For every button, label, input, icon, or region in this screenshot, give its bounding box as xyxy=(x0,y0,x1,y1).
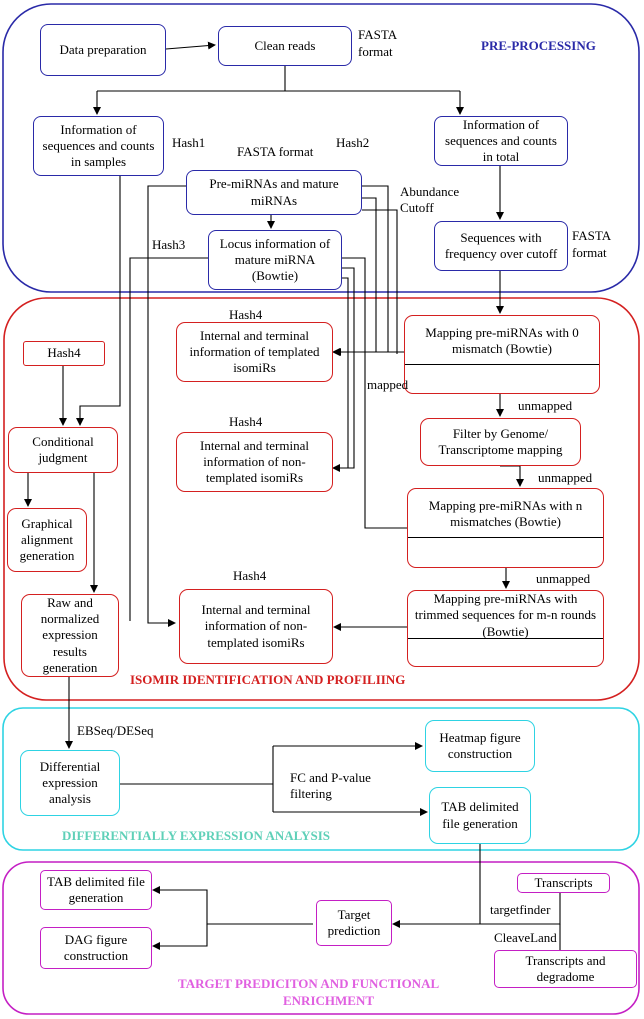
mapping-trimmed-label: Mapping pre-miRNAs with trimmed sequence… xyxy=(414,591,597,639)
section-title-differential: DIFFERENTIALLY EXPRESSION ANALYSIS xyxy=(62,828,331,843)
target-section-frame xyxy=(2,861,640,1015)
label-hash2: Hash2 xyxy=(336,135,370,150)
box-hash4: Hash4 xyxy=(23,341,105,366)
line-target-to-outputs xyxy=(152,886,313,925)
section-title-preprocessing: PRE-PROCESSING xyxy=(481,38,596,53)
label-cleaveland: CleaveLand xyxy=(494,930,557,945)
arrow-filter-to-mapn xyxy=(500,465,524,487)
box-tab-delimited-2: TAB delimited file generation xyxy=(40,870,152,910)
line-hash2-b xyxy=(362,197,377,352)
box-sequences-cutoff: Sequences with frequency over cutoff xyxy=(434,221,568,271)
label-format-1: format xyxy=(358,44,393,59)
line-locus-3 xyxy=(342,277,349,468)
connector-diffexpr xyxy=(120,746,274,812)
box-heatmap-figure: Heatmap figure construction xyxy=(425,720,535,772)
label-fc-pvalue: FC and P-value xyxy=(290,770,371,785)
mapping-n-mismatch-divider xyxy=(408,537,603,538)
label-ebseq-deseq: EBSeq/DESeq xyxy=(77,723,154,738)
preprocessing-section-frame xyxy=(2,3,640,293)
box-mapping-trimmed: Mapping pre-miRNAs with trimmed sequence… xyxy=(407,590,604,667)
label-cutoff: Cutoff xyxy=(400,200,434,215)
section-title-target-line2: ENRICHMENT xyxy=(283,993,375,1008)
label-filtering: filtering xyxy=(290,786,332,801)
label-hash4-a: Hash4 xyxy=(229,307,263,322)
section-title-isomir: ISOMIR IDENTIFICATION AND PROFILIING xyxy=(130,672,406,687)
box-nontemplated-isomirs-2: Internal and terminal information of non… xyxy=(179,589,333,664)
box-differential-expression: Differential expression analysis xyxy=(20,750,120,816)
box-dag-figure: DAG figure construction xyxy=(40,927,152,969)
line-locus-2 xyxy=(332,267,355,472)
arrow-to-dag xyxy=(152,924,208,950)
box-mapping-0-mismatch: Mapping pre-miRNAs with 0 mismatch (Bowt… xyxy=(404,315,600,394)
line-hash3-inner xyxy=(129,257,208,621)
box-info-samples: Information of sequences and counts in s… xyxy=(33,116,164,176)
label-targetfinder: targetfinder xyxy=(490,902,551,917)
label-format-2: format xyxy=(572,245,607,260)
line-hash3-outer xyxy=(147,185,188,627)
box-templated-isomirs: Internal and terminal information of tem… xyxy=(176,322,333,382)
box-locus-info: Locus information of mature miRNA (Bowti… xyxy=(208,230,342,290)
isomir-section-frame xyxy=(3,297,640,701)
label-hash4-c: Hash4 xyxy=(233,568,267,583)
label-hash1: Hash1 xyxy=(172,135,206,150)
box-target-prediction: Target prediction xyxy=(316,900,392,946)
mapping-0-mismatch-divider xyxy=(405,364,599,365)
box-raw-normalized: Raw and normalized expression results ge… xyxy=(21,594,119,677)
box-filter-genome: Filter by Genome/ Transcriptome mapping xyxy=(420,418,581,466)
label-mapped: mapped xyxy=(367,377,409,392)
connector-cleanreads-split xyxy=(97,66,460,92)
box-transcripts-degradome: Transcripts and degradome xyxy=(494,950,637,988)
label-hash4-b: Hash4 xyxy=(229,414,263,429)
box-premirnas: Pre-miRNAs and mature miRNAs xyxy=(186,170,362,215)
label-fasta-2: FASTA xyxy=(572,228,612,243)
differential-section-frame xyxy=(2,707,640,851)
label-unmapped-2: unmapped xyxy=(538,470,593,485)
box-mapping-n-mismatch: Mapping pre-miRNAs with n mismatches (Bo… xyxy=(407,488,604,568)
mapping-n-mismatch-label: Mapping pre-miRNAs with n mismatches (Bo… xyxy=(428,497,583,529)
label-hash3: Hash3 xyxy=(152,237,186,252)
line-abundance xyxy=(362,209,398,354)
box-data-preparation: Data preparation xyxy=(40,24,166,76)
arrow-hash1-to-conditional xyxy=(76,176,121,426)
box-transcripts: Transcripts xyxy=(517,873,610,893)
box-clean-reads: Clean reads xyxy=(218,26,352,66)
box-graphical-alignment: Graphical alignment generation xyxy=(7,508,87,572)
mapping-trimmed-divider xyxy=(408,638,603,639)
label-fasta-1: FASTA xyxy=(358,27,398,42)
box-nontemplated-isomirs-1: Internal and terminal information of non… xyxy=(176,432,333,492)
line-tab1-to-target xyxy=(392,844,481,928)
label-fasta-format: FASTA format xyxy=(237,144,314,159)
box-tab-delimited-1: TAB delimited file generation xyxy=(429,787,531,844)
label-abundance: Abundance xyxy=(400,184,460,199)
box-info-total: Information of sequences and counts in t… xyxy=(434,116,568,166)
label-unmapped-1: unmapped xyxy=(518,398,573,413)
box-conditional-judgment: Conditional judgment xyxy=(8,427,118,473)
mapping-0-mismatch-label: Mapping pre-miRNAs with 0 mismatch (Bowt… xyxy=(425,324,579,356)
section-title-target-line1: TARGET PREDICITON AND FUNCTIONAL xyxy=(178,976,440,991)
label-unmapped-3: unmapped xyxy=(536,571,591,586)
line-locus-1 xyxy=(342,257,407,529)
arrow-dataprep-cleanreads xyxy=(165,41,216,50)
